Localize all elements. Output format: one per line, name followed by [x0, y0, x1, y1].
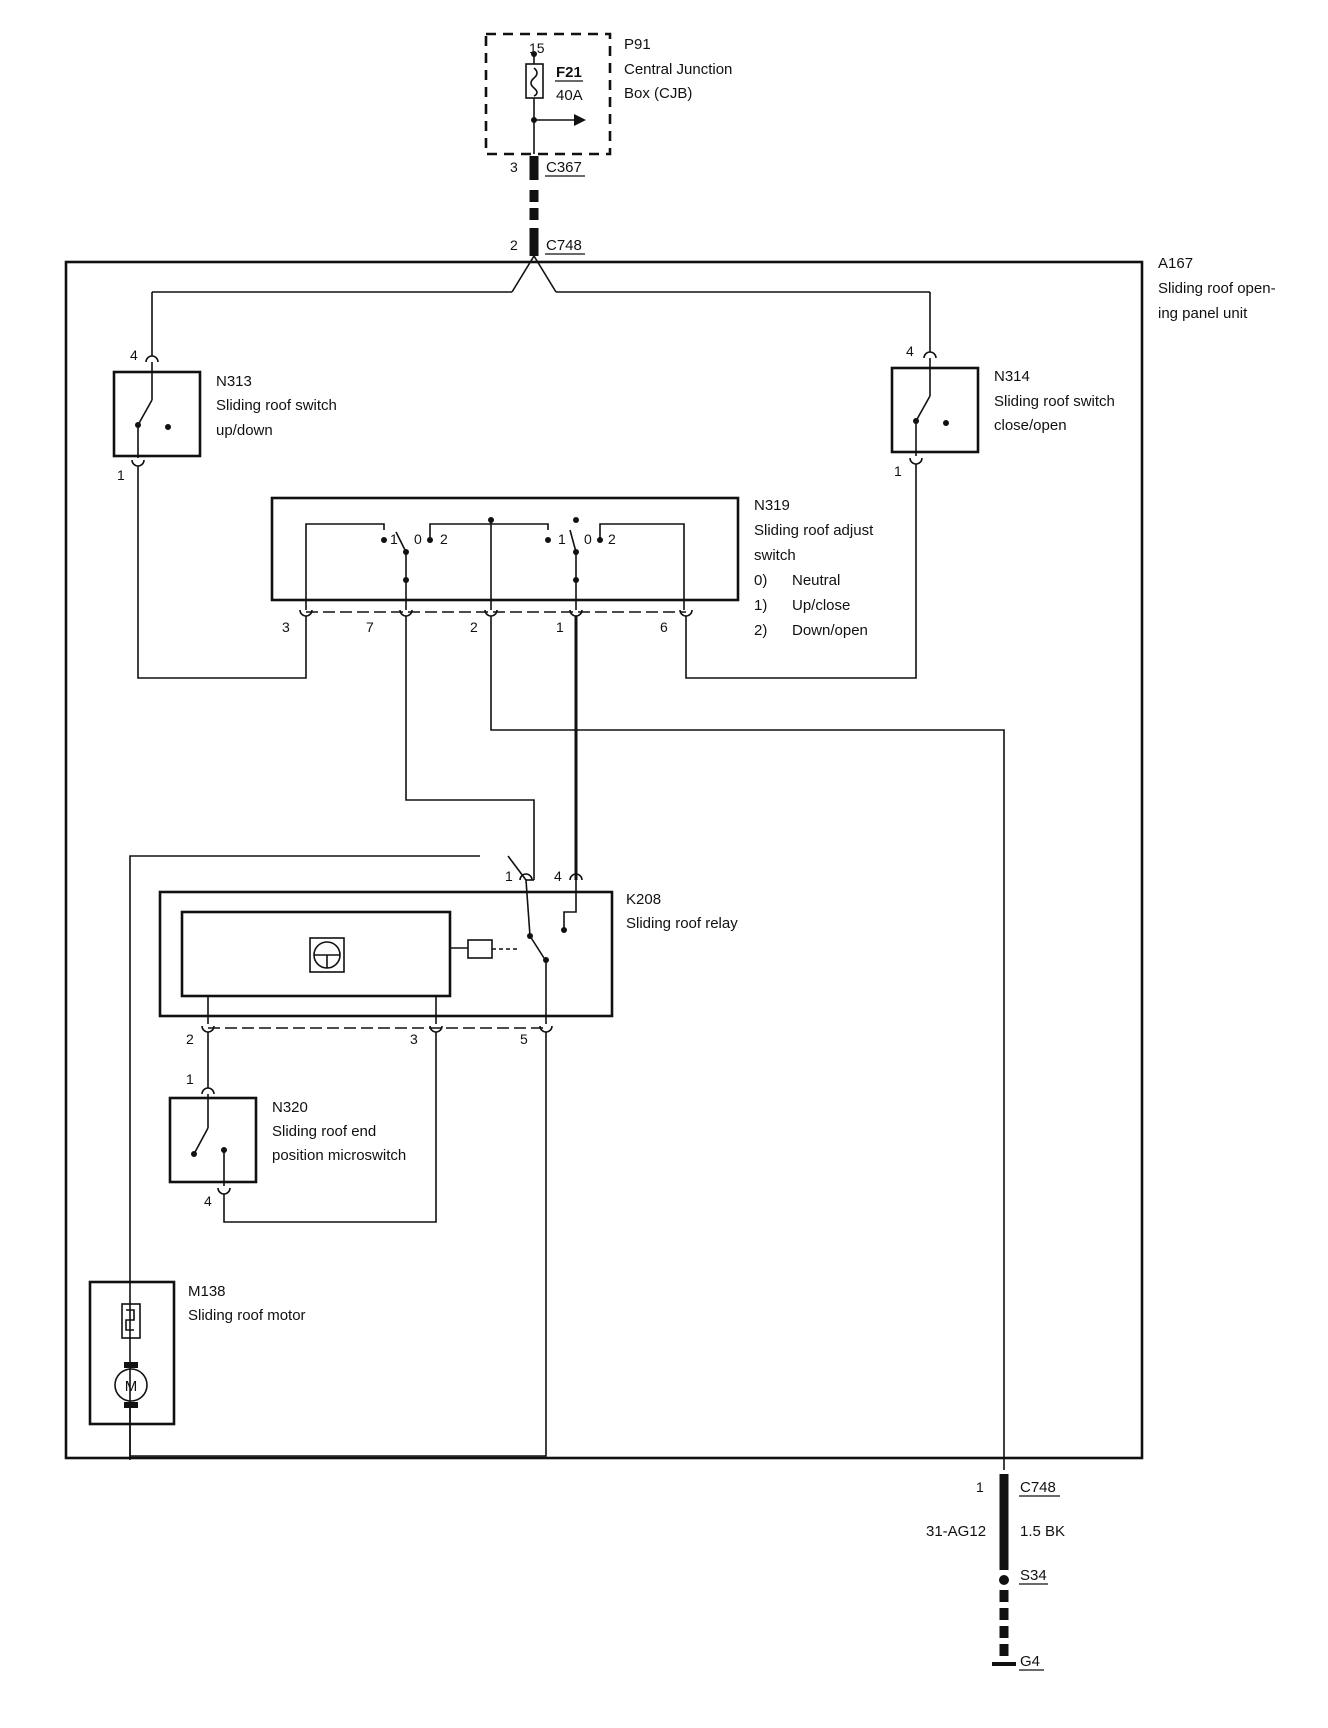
n319-contact-right-1: 1	[558, 531, 566, 547]
p91-central-junction-box: 15 F21 40A P91 Central Junction Box (CJB…	[484, 32, 732, 156]
k208-pin-1: 1	[505, 868, 513, 884]
p91-name-line2: Box (CJB)	[624, 85, 692, 102]
n319-name-line1: Sliding roof adjust	[754, 522, 874, 539]
n319-name-line2: switch	[754, 547, 796, 564]
k208-pin-5: 5	[520, 1031, 528, 1047]
n320-id: N320	[272, 1099, 308, 1116]
n320-name-line1: Sliding roof end	[272, 1123, 376, 1140]
n319-pin-3: 3	[282, 619, 290, 635]
n319-legend-key-0: 0)	[754, 572, 767, 589]
n313-switch-up-down: 4 1 N313 Sliding roof switch up/down	[112, 347, 337, 483]
fuse-id-label: F21	[556, 64, 582, 81]
n320-end-position-microswitch: 1 4 N320 Sliding roof end position micro…	[168, 1032, 437, 1223]
n319-pin-2: 2	[470, 619, 478, 635]
n313-pin-top: 4	[130, 347, 138, 363]
ground-connector-id: C748	[1020, 1479, 1056, 1496]
motor-symbol: M	[125, 1378, 138, 1395]
n319-adjust-switch: 1 0 2 1 0 2 3 7 2 1 6 N319 Sliding roof …	[270, 496, 874, 639]
n320-pin-top: 1	[186, 1071, 194, 1087]
n319-legend-key-2: 2)	[754, 622, 767, 639]
n314-switch-close-open: 4 1 N314 Sliding roof switch close/open	[890, 343, 1115, 479]
a167-name-line2: ing panel unit	[1158, 305, 1248, 322]
a167-name-line1: Sliding roof open-	[1158, 280, 1276, 297]
a167-id: A167	[1158, 255, 1193, 272]
connector-c367: 3 C367	[510, 156, 585, 222]
ground-point-id: G4	[1020, 1653, 1040, 1670]
p91-name-line1: Central Junction	[624, 61, 732, 78]
c748-top-pin: 2	[510, 237, 518, 253]
thermal-cutout-icon	[121, 1303, 141, 1339]
ground-connector-pin: 1	[976, 1479, 984, 1495]
k208-pin-2: 2	[186, 1031, 194, 1047]
n319-id: N319	[754, 497, 790, 514]
m138-motor: M M138 Sliding roof motor	[88, 1032, 547, 1457]
n319-contact-right-2: 2	[608, 531, 616, 547]
n319-legend-text-2: Down/open	[792, 622, 868, 639]
n319-legend-text-1: Up/close	[792, 597, 850, 614]
n313-id: N313	[216, 373, 252, 390]
k208-pin-3: 3	[410, 1031, 418, 1047]
n319-pin-7: 7	[366, 619, 374, 635]
n319-contact-left-0: 0	[414, 531, 422, 547]
m138-name: Sliding roof motor	[188, 1307, 306, 1324]
n314-pin-bottom: 1	[894, 463, 902, 479]
a167-unit-box	[64, 260, 1144, 1460]
k208-id: K208	[626, 891, 661, 908]
ground-path: 1 C748 31-AG12 1.5 BK S34 G4	[926, 1474, 1065, 1671]
ground-circuit-id: 31-AG12	[926, 1523, 986, 1540]
c367-pin: 3	[510, 159, 518, 175]
n313-name-line1: Sliding roof switch	[216, 397, 337, 414]
n314-name-line2: close/open	[994, 417, 1067, 434]
fuse-rating-label: 40A	[556, 87, 583, 104]
relay-coil-icon	[467, 939, 493, 959]
arrow-right-icon	[574, 114, 586, 126]
n314-id: N314	[994, 368, 1030, 385]
n319-pin-1: 1	[556, 619, 564, 635]
n319-contact-left-2: 2	[440, 531, 448, 547]
k208-relay: 1 4 2 3 5 K208 Sliding roof relay	[129, 855, 738, 1460]
ground-wire-spec: 1.5 BK	[1020, 1523, 1065, 1540]
n319-legend-key-1: 1)	[754, 597, 767, 614]
n319-pin-6: 6	[660, 619, 668, 635]
k208-name: Sliding roof relay	[626, 915, 738, 932]
n319-legend-text-0: Neutral	[792, 572, 840, 589]
n319-contact-left-1: 1	[390, 531, 398, 547]
n314-name-line1: Sliding roof switch	[994, 393, 1115, 410]
n320-name-line2: position microswitch	[272, 1147, 406, 1164]
connector-c748-top: 2 C748	[510, 228, 585, 256]
k208-pin-4: 4	[554, 868, 562, 884]
motor-icon	[114, 1368, 148, 1402]
c367-id: C367	[546, 159, 582, 176]
c748-top-id: C748	[546, 237, 582, 254]
ground-splice-id: S34	[1020, 1567, 1047, 1584]
n313-pin-bottom: 1	[117, 467, 125, 483]
n320-pin-bottom: 4	[204, 1193, 212, 1209]
n313-name-line2: up/down	[216, 422, 273, 439]
m138-id: M138	[188, 1283, 226, 1300]
p91-id: P91	[624, 36, 651, 53]
power-bus	[151, 255, 931, 356]
n314-pin-top: 4	[906, 343, 914, 359]
n319-contact-right-0: 0	[584, 531, 592, 547]
transistor-icon	[309, 937, 345, 973]
